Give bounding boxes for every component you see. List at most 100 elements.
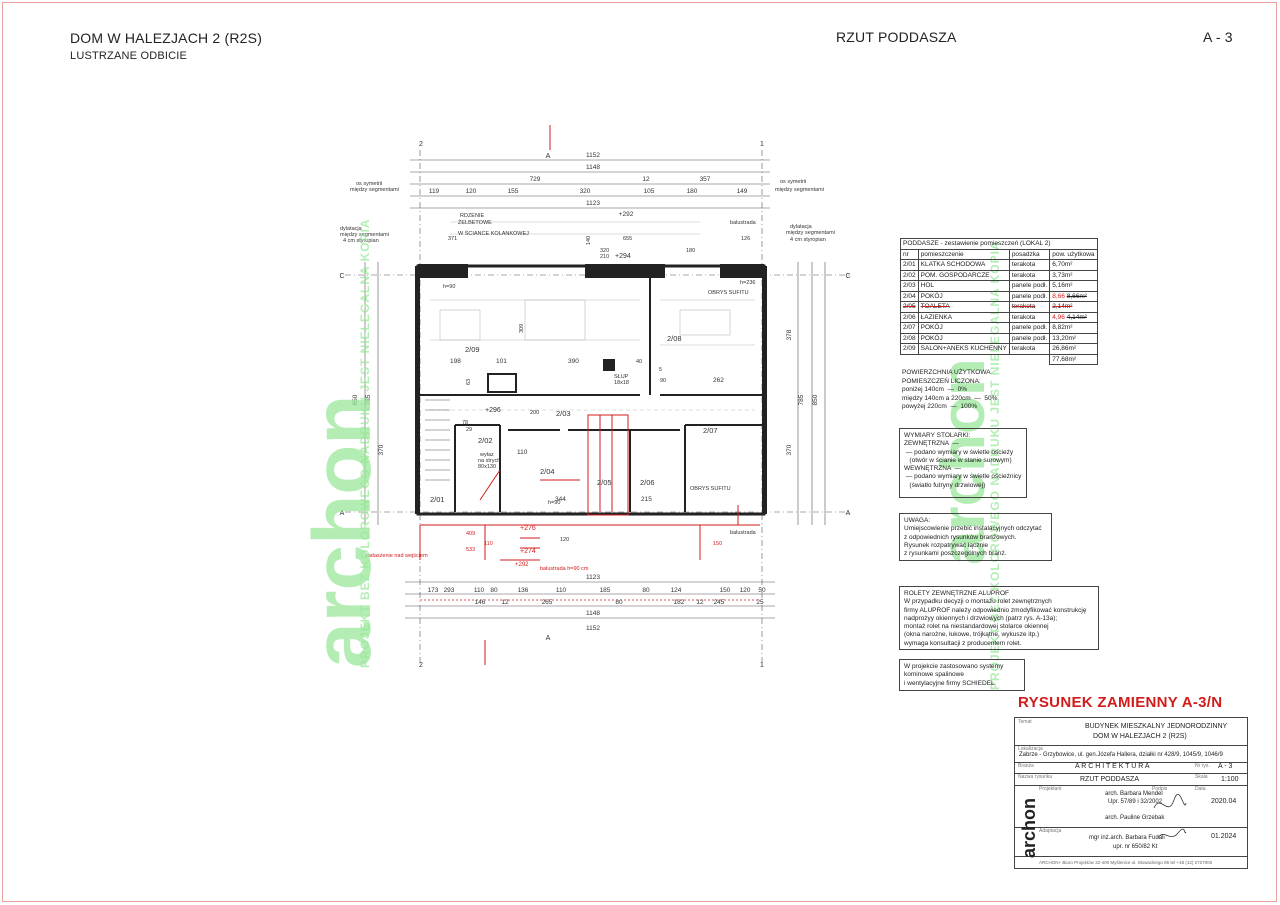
cell: panele podł. <box>1008 280 1051 292</box>
level-top: +292 <box>619 211 634 218</box>
dim-inner: 210 <box>600 254 609 260</box>
dim-top-part: 119 <box>429 188 440 195</box>
cell: 2/06 <box>900 311 919 323</box>
dim-bottom-part1: 110 <box>556 587 567 594</box>
label-height: h=90 <box>443 284 455 290</box>
dim-inner: 140 <box>586 236 592 245</box>
dim-inner: 320 <box>600 248 609 254</box>
room-number: 2/08 <box>667 334 682 343</box>
room-number: 2/02 <box>478 436 493 445</box>
tb-designer-lic: Upr. 57/89 i 32/2002 <box>1108 799 1163 805</box>
note-dilatation: między segmentami <box>340 232 389 238</box>
cell: 2/02 <box>900 269 919 281</box>
dim-inner: 5 <box>659 367 662 373</box>
rooms-table-header: pomieszczenie <box>917 248 1010 260</box>
tb-temat: BUDYNEK MIESZKALNY JEDNORODZINNY <box>1085 723 1228 730</box>
watermark-text: PROJEKT BEZ KOLOROWEGO NADRUKU JEST NIEL… <box>358 218 372 668</box>
dim-inner: 200 <box>530 410 539 416</box>
dim-top-seg-a: 729 <box>530 176 541 183</box>
tb-label: Lokalizacja <box>1018 746 1043 752</box>
cell: panele podł. <box>1008 290 1051 302</box>
cell: 4,96 4,14m² <box>1049 311 1098 323</box>
note-symmetry: os symetrii <box>356 181 382 187</box>
label-hatch: na strych <box>478 458 500 464</box>
dim-inner: 63 <box>466 379 472 385</box>
cell: 2/03 <box>900 280 919 292</box>
tb-label: Branża <box>1018 763 1034 769</box>
rooms-total: 77,68m² <box>1049 353 1098 365</box>
label-balustrade: balustrada h=90 cm <box>540 566 589 572</box>
dim-bottom-part2: 25 <box>756 599 764 606</box>
dim-bottom-part1: 136 <box>518 587 529 594</box>
label-height: h=236 <box>740 280 755 286</box>
dim-inner: 409 <box>466 531 475 537</box>
dim-right: 850 <box>812 394 819 405</box>
schiedel-note: W projekcie zastosowano systemy kominowe… <box>899 659 1025 691</box>
dim-inner: 371 <box>448 236 457 242</box>
dim-inner: 533 <box>466 547 475 553</box>
tb-scale: 1:100 <box>1221 776 1239 783</box>
cell: ŁAZIENKA <box>917 311 1010 323</box>
cell: SALON+ANEKS KUCHENNY <box>917 343 1010 355</box>
room-dim: 262 <box>713 377 724 384</box>
mirror-note: LUSTRZANE ODBICIE <box>70 50 188 62</box>
dim-top-seg-mid: 12 <box>642 176 650 183</box>
dim-inner: 90 <box>660 378 666 384</box>
label-ceiling: OBRYS SUFITU <box>690 486 731 492</box>
tb-row-designer: Projektant arch. Barbara Mendel Upr. 57/… <box>1015 785 1247 828</box>
tb-adaptation: mgr inż.arch. Barbara Fudali <box>1089 835 1165 841</box>
dim-bottom-part2: 182 <box>674 599 685 606</box>
dim-top-part: 105 <box>644 188 655 195</box>
note-symmetry: os symetrii <box>780 179 806 185</box>
room-dim: 215 <box>641 496 652 503</box>
tb-designer: arch. Barbara Mendel <box>1105 791 1163 797</box>
cell: 8,82m² <box>1049 322 1098 334</box>
label-hatch: 80x130 <box>478 464 496 470</box>
tb-row-adaptation: Adaptacja mgr inż.arch. Barbara Fudali u… <box>1015 827 1247 857</box>
axis-label: 2 <box>419 662 423 669</box>
axis-label: 1 <box>760 662 764 669</box>
dim-bottom-part2: 146 <box>475 599 486 606</box>
room-number: 2/01 <box>430 495 445 504</box>
dim-top-part: 155 <box>508 188 519 195</box>
signature-icon <box>1153 793 1187 839</box>
tb-label: Skala <box>1195 774 1208 780</box>
note-symmetry: między segmentami <box>775 187 824 193</box>
label-hatch: wyłaz <box>479 452 494 458</box>
tb-assistant: arch. Pauline Grzebak <box>1105 815 1165 821</box>
room-dim: 344 <box>555 496 566 503</box>
tb-location: Zabrze - Grzybowice, ul. gen.Józefa Hall… <box>1019 752 1223 758</box>
rooms-table-header: pow. użytkowa <box>1049 248 1098 260</box>
cell: TOALETA <box>917 301 1010 313</box>
dim-inner: 78 <box>462 420 468 426</box>
uwaga-note: UWAGA: Umiejscowienie przebić instalacyj… <box>899 513 1052 561</box>
tb-row-branch: Branża A R C H I T E K T U R A Nr rys. A… <box>1015 762 1247 774</box>
axis-label: A <box>340 510 345 517</box>
room-number: 2/04 <box>540 467 555 476</box>
cell: POM. GOSPODARCZE <box>917 269 1010 281</box>
room-number: 2/07 <box>703 426 718 435</box>
dim-top-part: 320 <box>580 188 591 195</box>
label-level: +276 <box>520 525 536 532</box>
label-level: +274 <box>520 548 536 555</box>
rooms-table-header: nr <box>900 248 919 260</box>
tb-row-location: Lokalizacja Zabrze - Grzybowice, ul. gen… <box>1015 745 1247 763</box>
label-level: +294 <box>615 253 631 260</box>
dim-inner: 40 <box>636 359 642 365</box>
cell: 6,70m² <box>1049 259 1098 271</box>
tb-label: Projektant <box>1039 786 1062 792</box>
label-column: 18x18 <box>614 380 629 386</box>
tb-footer: ARCHON+ Biuro Projektów 32-400 Myślenice… <box>1039 860 1213 865</box>
cell: 2/08 <box>900 332 919 344</box>
tb-logo: archon <box>1019 797 1039 858</box>
note-dilatation: dylatacja <box>790 224 813 230</box>
dim-right: 370 <box>786 444 793 455</box>
label-height: h=90 <box>548 500 560 506</box>
area-note: POWIERZCHNIA UŻYTKOWA POMIESZCZEŃ LICZON… <box>902 369 998 410</box>
table-row: 77,68m² <box>901 353 1098 365</box>
dim-bottom-part2: 245 <box>714 599 725 606</box>
dim-bottom-part1: 124 <box>671 587 682 594</box>
